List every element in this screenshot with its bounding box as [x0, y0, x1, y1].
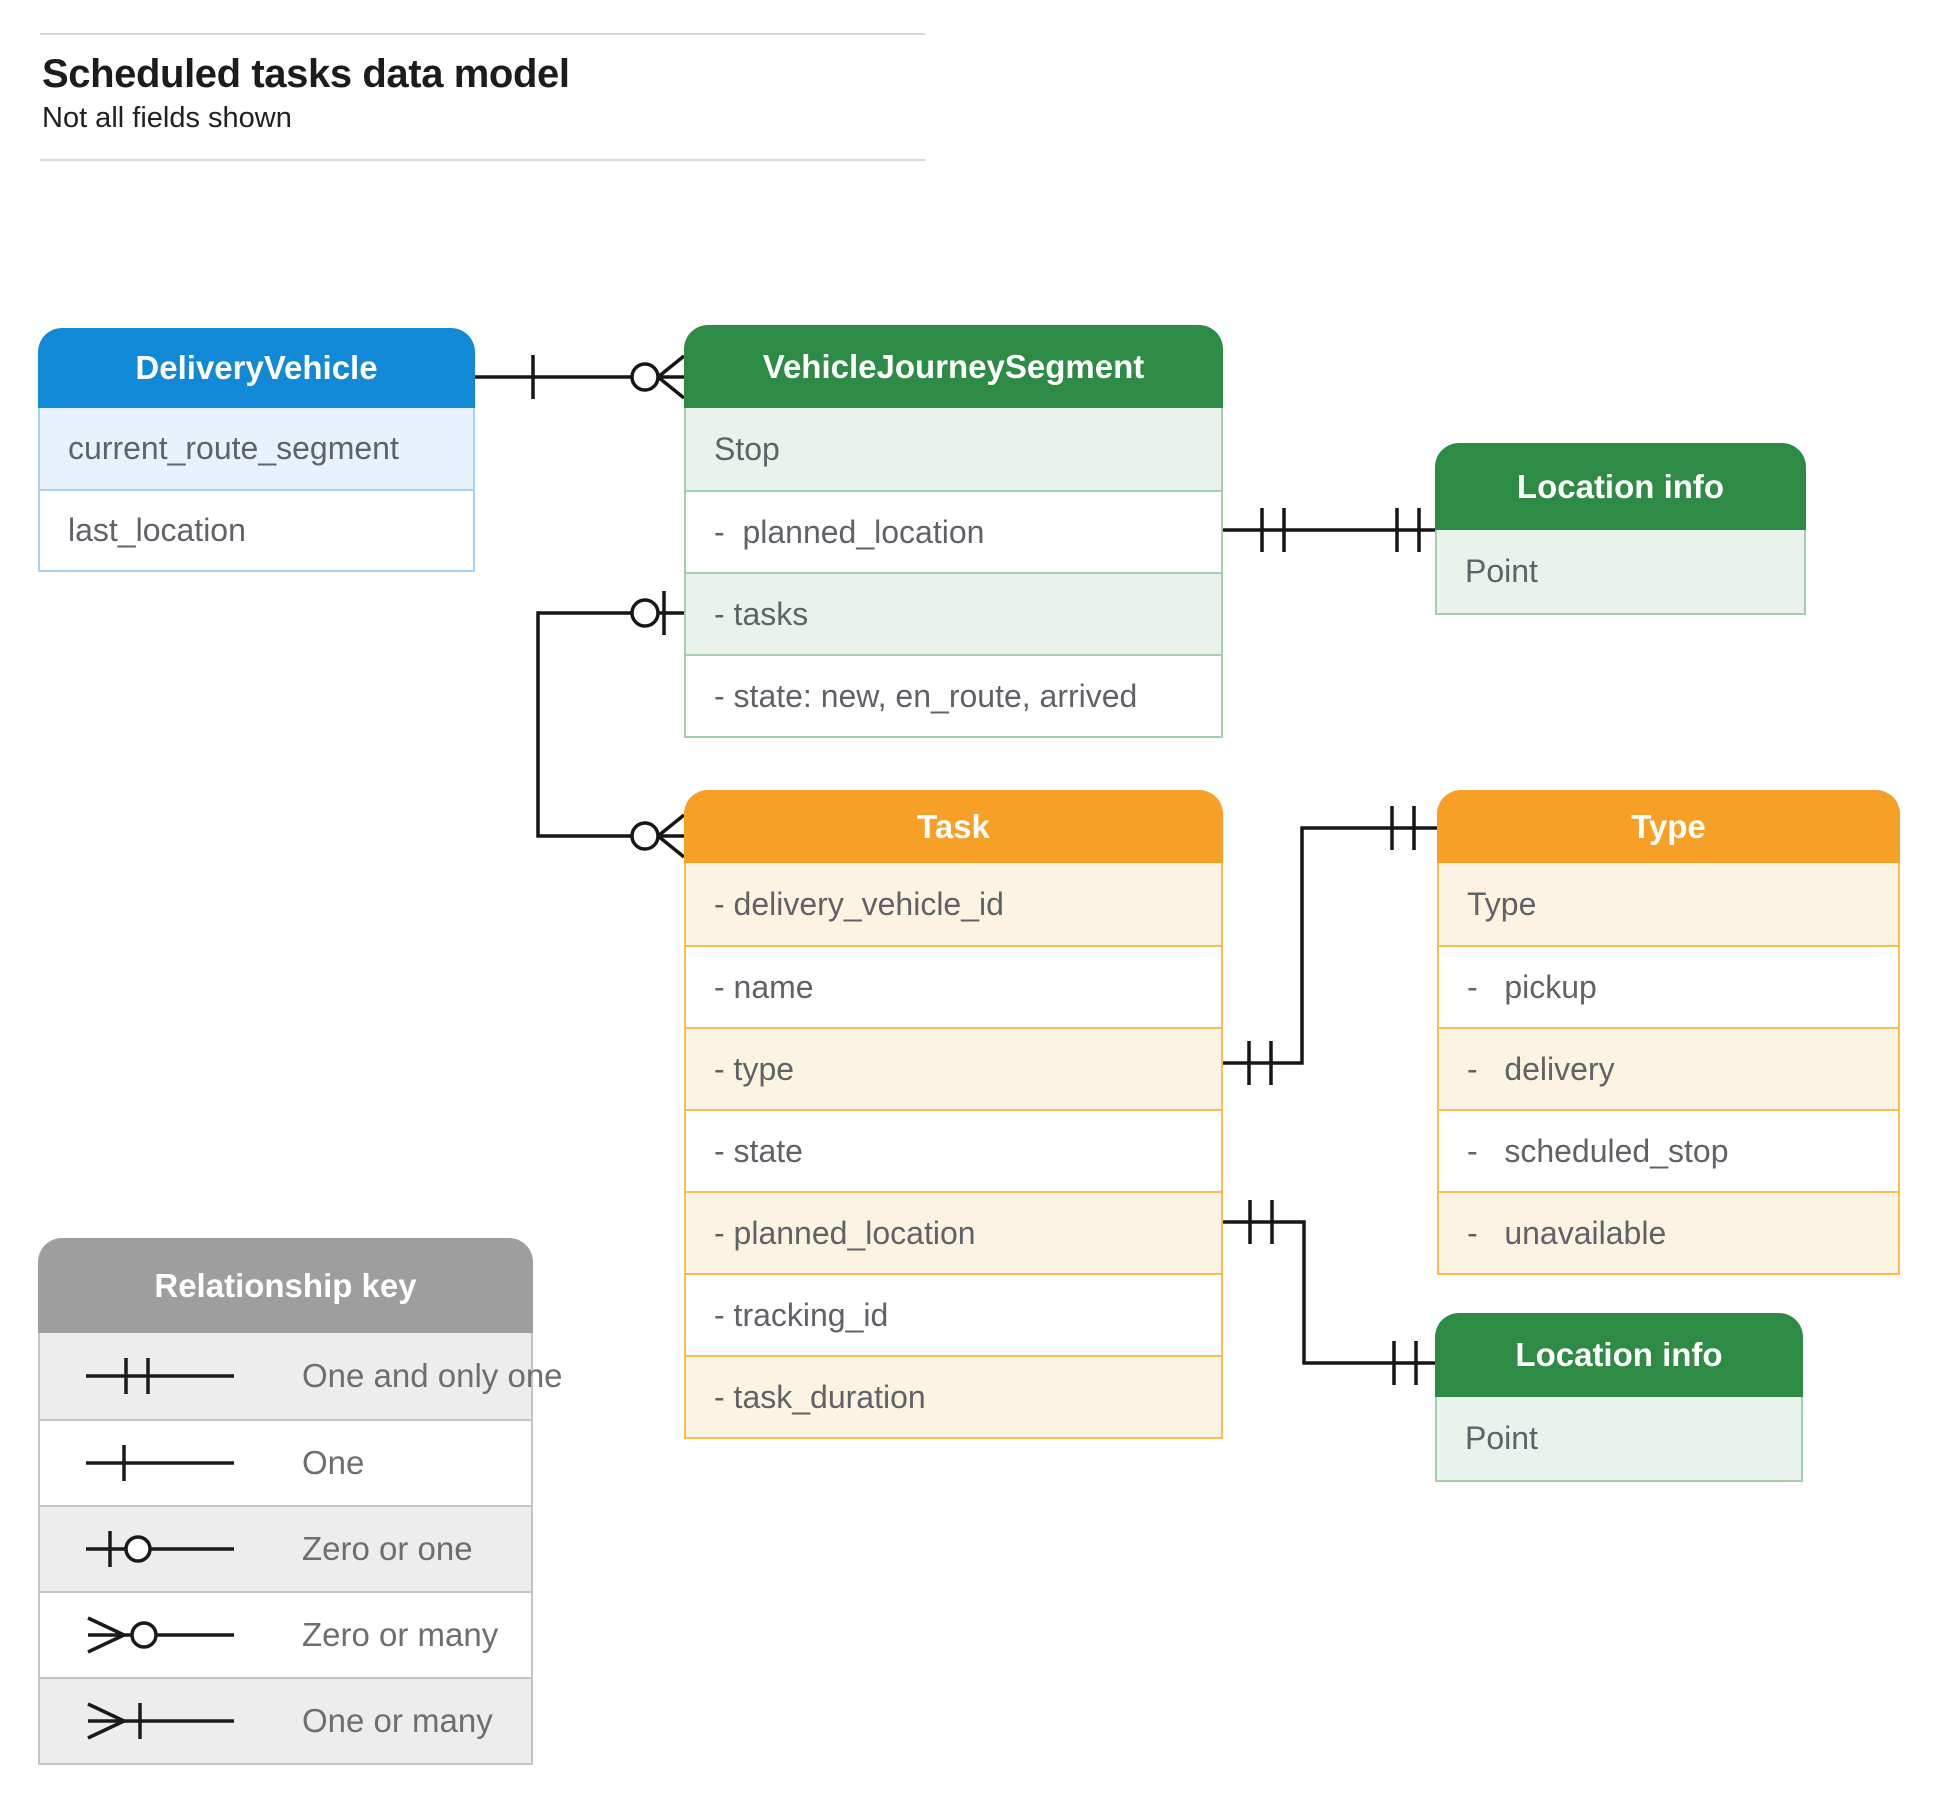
- legend-row: One and only one: [40, 1333, 563, 1419]
- entity-title: Location info: [1516, 467, 1725, 505]
- field-row: - planned_location: [686, 1191, 1221, 1273]
- wire-deliveryvehicle-vehiclejourneysegment: [475, 354, 686, 400]
- legend-label: Zero or one: [302, 1530, 473, 1567]
- entity-title: Task: [917, 807, 990, 845]
- field-row: - task_duration: [686, 1355, 1221, 1437]
- field-row: Point: [1437, 1397, 1801, 1480]
- page-title: Scheduled tasks data model: [42, 52, 570, 96]
- field-row: - tasks: [686, 572, 1221, 654]
- entity-table-locationinfo-bottom: Location info Point: [1435, 1313, 1803, 1482]
- entity-title: DeliveryVehicle: [135, 349, 378, 386]
- entity-header: DeliveryVehicle: [38, 328, 475, 408]
- field-row: current_route_segment: [40, 408, 473, 489]
- entity-body: current_route_segment last_location: [38, 408, 475, 572]
- entity-header: Type: [1437, 790, 1900, 863]
- entity-title: Location info: [1515, 1336, 1723, 1373]
- entity-table-locationinfo-top: Location info Point: [1435, 443, 1806, 615]
- field-row: - state: [686, 1109, 1221, 1191]
- entity-header: Location info: [1435, 443, 1806, 530]
- entity-table-deliveryvehicle: DeliveryVehicle current_route_segment la…: [38, 328, 475, 572]
- legend-label: One: [302, 1444, 365, 1481]
- divider-bottom: [40, 159, 925, 161]
- legend-row: Zero or many: [40, 1591, 531, 1677]
- legend-row: One: [40, 1419, 531, 1505]
- legend-row: Zero or one: [40, 1505, 531, 1591]
- field-row: - scheduled_stop: [1439, 1109, 1898, 1191]
- wire-task-type: [1223, 806, 1437, 1085]
- field-row: Type: [1439, 863, 1898, 945]
- entity-body: Point: [1435, 1397, 1803, 1482]
- field-row: - planned_location: [686, 490, 1221, 572]
- legend-table: Relationship key One and only one One: [38, 1238, 563, 1765]
- field-row: - delivery_vehicle_id: [686, 863, 1221, 945]
- legend-header: Relationship key: [38, 1238, 533, 1333]
- entity-body: Type - pickup - delivery - scheduled_sto…: [1437, 863, 1900, 1275]
- divider-top: [40, 33, 925, 35]
- entity-table-type: Type Type - pickup - delivery - schedule…: [1437, 790, 1900, 1275]
- field-row: - state: new, en_route, arrived: [686, 654, 1221, 736]
- legend-title: Relationship key: [154, 1266, 417, 1304]
- entity-header: Task: [684, 790, 1223, 863]
- wire-vjs-tasks-task: [536, 591, 686, 859]
- entity-title: Type: [1631, 807, 1706, 845]
- wire-vjs-plannedlocation-locationinfo: [1223, 508, 1435, 552]
- field-row: - unavailable: [1439, 1191, 1898, 1273]
- one-or-many-symbol: [87, 1702, 234, 1740]
- field-row: Stop: [686, 408, 1221, 490]
- field-row: - name: [686, 945, 1221, 1027]
- entity-title: VehicleJourneySegment: [762, 347, 1145, 385]
- field-row: Point: [1437, 530, 1804, 613]
- legend-label: One and only one: [302, 1357, 563, 1394]
- entity-header: Location info: [1435, 1313, 1803, 1397]
- zero-or-many-symbol: [87, 1616, 234, 1654]
- field-row: - type: [686, 1027, 1221, 1109]
- zero-or-one-symbol: [86, 1531, 234, 1567]
- entity-table-task: Task - delivery_vehicle_id - name - type…: [684, 790, 1223, 1439]
- one-symbol: [86, 1445, 234, 1481]
- entity-body: - delivery_vehicle_id - name - type - st…: [684, 863, 1223, 1439]
- field-row: - delivery: [1439, 1027, 1898, 1109]
- page-subtitle: Not all fields shown: [42, 102, 292, 134]
- legend-label: Zero or many: [302, 1616, 499, 1653]
- one-and-only-one-symbol: [86, 1358, 234, 1394]
- legend-row: One or many: [40, 1677, 531, 1763]
- field-row: - tracking_id: [686, 1273, 1221, 1355]
- field-row: - pickup: [1439, 945, 1898, 1027]
- entity-body: Point: [1435, 530, 1806, 615]
- field-row: last_location: [40, 489, 473, 570]
- legend-body: One and only one One Zero or one: [38, 1333, 563, 1765]
- wire-task-plannedlocation-locationinfo: [1223, 1200, 1435, 1385]
- entity-body: Stop - planned_location - tasks - state:…: [684, 408, 1223, 738]
- legend-label: One or many: [302, 1702, 493, 1739]
- entity-table-vehiclejourneysegment: VehicleJourneySegment Stop - planned_loc…: [684, 325, 1223, 738]
- entity-header: VehicleJourneySegment: [684, 325, 1223, 408]
